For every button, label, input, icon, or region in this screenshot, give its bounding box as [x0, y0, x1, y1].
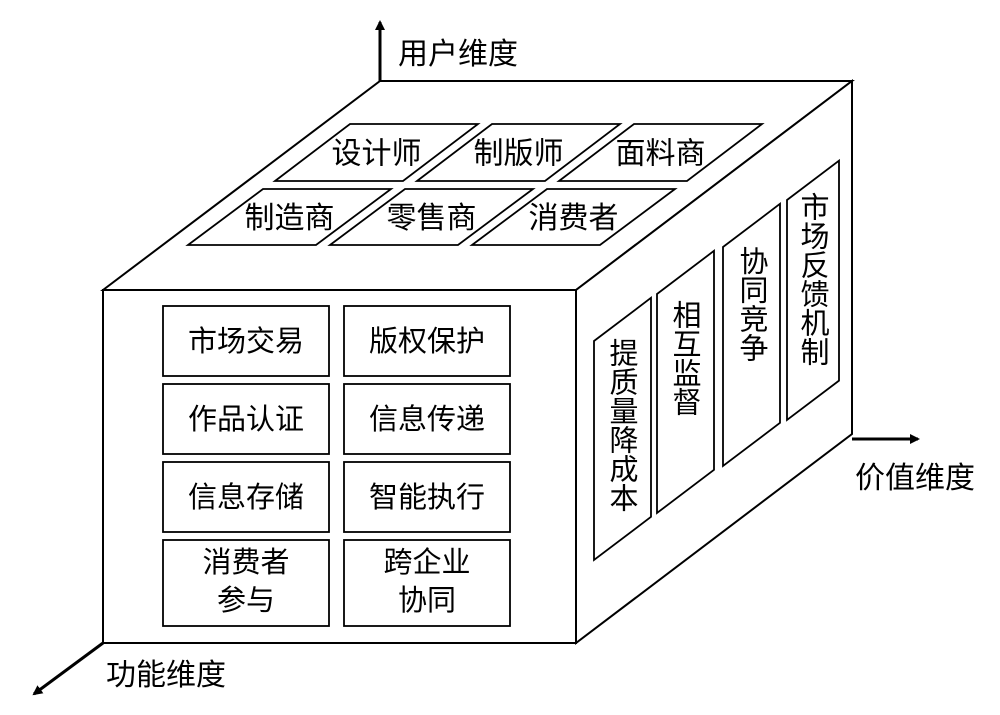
top-tile-frame	[469, 188, 678, 246]
function-box-frame	[162, 539, 330, 627]
function-box-frame	[343, 539, 511, 627]
top-tile-frame	[414, 123, 623, 182]
function-box: 市场交易	[162, 305, 330, 377]
function-box-frame	[343, 461, 511, 533]
top-tile-label: 制造商	[245, 201, 335, 236]
top-tile-label: 面料商	[616, 137, 706, 172]
top-tile: 零售商	[327, 188, 536, 246]
side-face-items	[593, 158, 840, 562]
function-box-frame	[343, 383, 511, 455]
user-dimension-label: 用户维度	[398, 37, 518, 72]
function-box-frame	[162, 461, 330, 533]
top-tile-frame	[185, 188, 394, 246]
top-tile: 制版师	[414, 123, 623, 182]
value-panel-label: 相互监督	[668, 300, 702, 416]
top-tile-label: 消费者	[529, 201, 619, 236]
top-tile: 设计师	[272, 123, 481, 182]
value-panel-label: 市场反馈机制	[796, 192, 830, 366]
top-tile-label: 设计师	[332, 137, 422, 172]
function-box-label-line: 跨企业	[383, 545, 470, 579]
value-panel-frame	[722, 202, 781, 468]
function-box-label: 智能执行	[369, 480, 485, 514]
function-box: 版权保护	[343, 305, 511, 377]
function-box-frame	[162, 305, 330, 377]
value-panel-label: 协同竞争	[735, 246, 769, 362]
top-tile-frame	[556, 123, 765, 182]
top-tile-frame	[327, 188, 536, 246]
function-box-frame	[162, 383, 330, 455]
top-tile: 消费者	[469, 188, 678, 246]
function-box: 智能执行	[343, 461, 511, 533]
function-box: 信息存储	[162, 461, 330, 533]
function-box-label-line: 协同	[398, 583, 456, 617]
function-box-label: 作品认证	[188, 402, 304, 436]
function-box-label-line: 参与	[217, 583, 275, 617]
top-tile-frame	[272, 123, 481, 182]
top-tile: 面料商	[556, 123, 765, 182]
axes	[32, 20, 920, 696]
function-box-label: 版权保护	[369, 324, 485, 358]
top-tile-label: 制版师	[474, 137, 564, 172]
value-panel-frame	[656, 249, 715, 515]
function-axis-arrow	[32, 641, 104, 696]
function-dimension-label: 功能维度	[106, 658, 226, 693]
front-face-items: 市场交易版权保护作品认证信息传递信息存储智能执行消费者参与跨企业协同	[162, 305, 511, 627]
top-tile-label: 零售商	[387, 201, 477, 236]
function-box-label: 信息存储	[188, 480, 304, 514]
function-box-label: 市场交易	[188, 324, 304, 358]
function-box: 信息传递	[343, 383, 511, 455]
value-dimension-label: 价值维度	[855, 461, 975, 496]
value-panel-frame	[786, 158, 840, 422]
function-box-label-line: 消费者	[202, 545, 289, 579]
function-box: 作品认证	[162, 383, 330, 455]
top-tile: 制造商	[185, 188, 394, 246]
value-panel-frame	[593, 296, 652, 562]
function-box-label: 信息传递	[369, 402, 485, 436]
value-panel-label: 提质量降成本	[605, 338, 639, 512]
function-box-frame	[343, 305, 511, 377]
